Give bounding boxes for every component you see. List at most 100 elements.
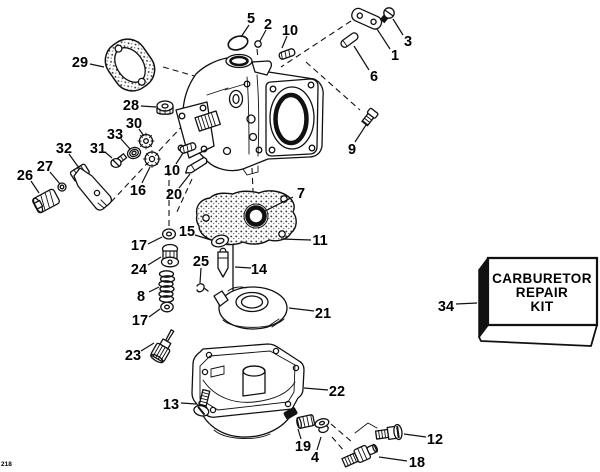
callout-label-28: 28 — [123, 98, 139, 114]
part-17-washer-lower — [161, 302, 173, 312]
part-6-pin — [340, 31, 360, 48]
part-10-pin-top — [278, 48, 295, 60]
callout-leader-21 — [289, 308, 314, 311]
part-3-screw — [379, 8, 394, 24]
part-18-fitting — [341, 441, 380, 469]
callout-label-32: 32 — [56, 141, 72, 157]
part-23-idle-needle — [149, 327, 179, 364]
part-2-ball — [255, 41, 261, 47]
callout-leader-20 — [179, 174, 190, 188]
repair-kit-box: CARBURETOR REPAIR KIT — [479, 258, 597, 346]
callout-leader-12 — [404, 434, 426, 437]
part-31-screw — [111, 154, 127, 168]
callout-leader-25 — [200, 268, 201, 283]
callout-label-8: 8 — [137, 289, 145, 305]
callout-leader-17 — [149, 309, 160, 317]
kit-box-line-1: CARBURETOR — [492, 271, 592, 286]
part-32-lever — [70, 164, 112, 211]
part-26-plunger — [32, 188, 61, 213]
callout-leader-34 — [456, 303, 477, 304]
callout-label-2: 2 — [264, 17, 272, 33]
callout-label-27: 27 — [37, 159, 53, 175]
callout-label-5: 5 — [247, 11, 255, 27]
callout-leader-11 — [281, 239, 311, 240]
callout-leader-22 — [304, 388, 328, 390]
callout-leader-7 — [263, 197, 293, 212]
part-4-gasket-washer — [314, 417, 331, 434]
part-carburetor-body — [176, 55, 323, 176]
callout-leader-18 — [379, 457, 407, 461]
callout-leader-6 — [354, 46, 369, 70]
part-22-float-bowl — [192, 344, 304, 439]
callout-leader-3 — [393, 19, 403, 35]
callout-leader-10 — [282, 36, 287, 48]
callout-leader-24 — [148, 257, 161, 265]
part-14-inlet-needle — [218, 245, 233, 290]
callout-leader-1 — [377, 29, 390, 49]
callout-label-14: 14 — [251, 262, 267, 278]
callout-label-31: 31 — [90, 141, 106, 157]
callout-label-24: 24 — [131, 262, 147, 278]
callout-leader-33 — [121, 139, 130, 149]
part-12-screw — [375, 424, 403, 442]
callout-label-23: 23 — [125, 348, 141, 364]
part-27-ring — [58, 183, 66, 191]
callout-leader-14 — [235, 267, 251, 268]
callout-label-34: 34 — [438, 299, 454, 315]
callout-leader-32 — [69, 154, 79, 168]
callout-label-19: 19 — [295, 439, 311, 455]
callout-leader-28 — [141, 106, 156, 107]
callout-leader-8 — [149, 287, 159, 292]
part-5-cap — [226, 34, 249, 53]
part-29-mounting-gasket — [98, 32, 162, 99]
callout-leader-19 — [298, 429, 301, 439]
callout-label-33: 33 — [107, 127, 123, 143]
part-25-clip — [197, 284, 208, 292]
callout-label-21: 21 — [315, 306, 331, 322]
callout-leader-31 — [105, 152, 112, 158]
callout-label-17: 17 — [132, 313, 148, 329]
kit-box-line-2: REPAIR — [516, 285, 568, 300]
callout-label-10: 10 — [164, 163, 180, 179]
callout-label-26: 26 — [17, 168, 33, 184]
callout-leader-10 — [176, 153, 183, 164]
kit-box-line-3: KIT — [531, 299, 554, 314]
callout-label-18: 18 — [409, 455, 425, 471]
callout-leader-30 — [139, 129, 144, 136]
callout-label-25: 25 — [193, 254, 209, 270]
part-16-spline-washer — [144, 151, 161, 168]
part-33-washer — [126, 146, 142, 161]
part-17-washer-upper — [163, 229, 176, 239]
part-24-needle-seat — [162, 245, 179, 267]
callout-leader-4 — [317, 437, 321, 450]
callout-leader-17 — [148, 237, 162, 244]
callout-label-13: 13 — [163, 397, 179, 413]
callout-label-15: 15 — [179, 224, 195, 240]
callout-label-7: 7 — [297, 186, 305, 202]
callout-leader-29 — [90, 64, 104, 67]
part-20-needle-pin — [183, 156, 208, 175]
callout-label-9: 9 — [348, 142, 356, 158]
callout-label-29: 29 — [72, 55, 88, 71]
callout-label-17: 17 — [131, 238, 147, 254]
part-15-ring — [210, 233, 230, 248]
part-10-pin-left — [179, 142, 196, 154]
part-21-float — [214, 287, 287, 329]
callout-label-6: 6 — [370, 69, 378, 85]
part-1-bracket — [350, 7, 384, 31]
callout-leader-26 — [31, 181, 39, 193]
callout-label-20: 20 — [166, 187, 182, 203]
part-19-drain-plug — [296, 414, 315, 428]
callout-leader-2 — [260, 30, 266, 41]
callout-label-1: 1 — [391, 48, 399, 64]
page-code: 218 — [1, 461, 12, 468]
part-28-nut — [157, 101, 173, 114]
callout-leader-27 — [50, 172, 60, 184]
part-9-screw — [361, 108, 379, 127]
callout-leader-13 — [181, 403, 196, 404]
part-30-castellated-nut — [138, 133, 154, 149]
callout-leader-23 — [141, 343, 154, 351]
